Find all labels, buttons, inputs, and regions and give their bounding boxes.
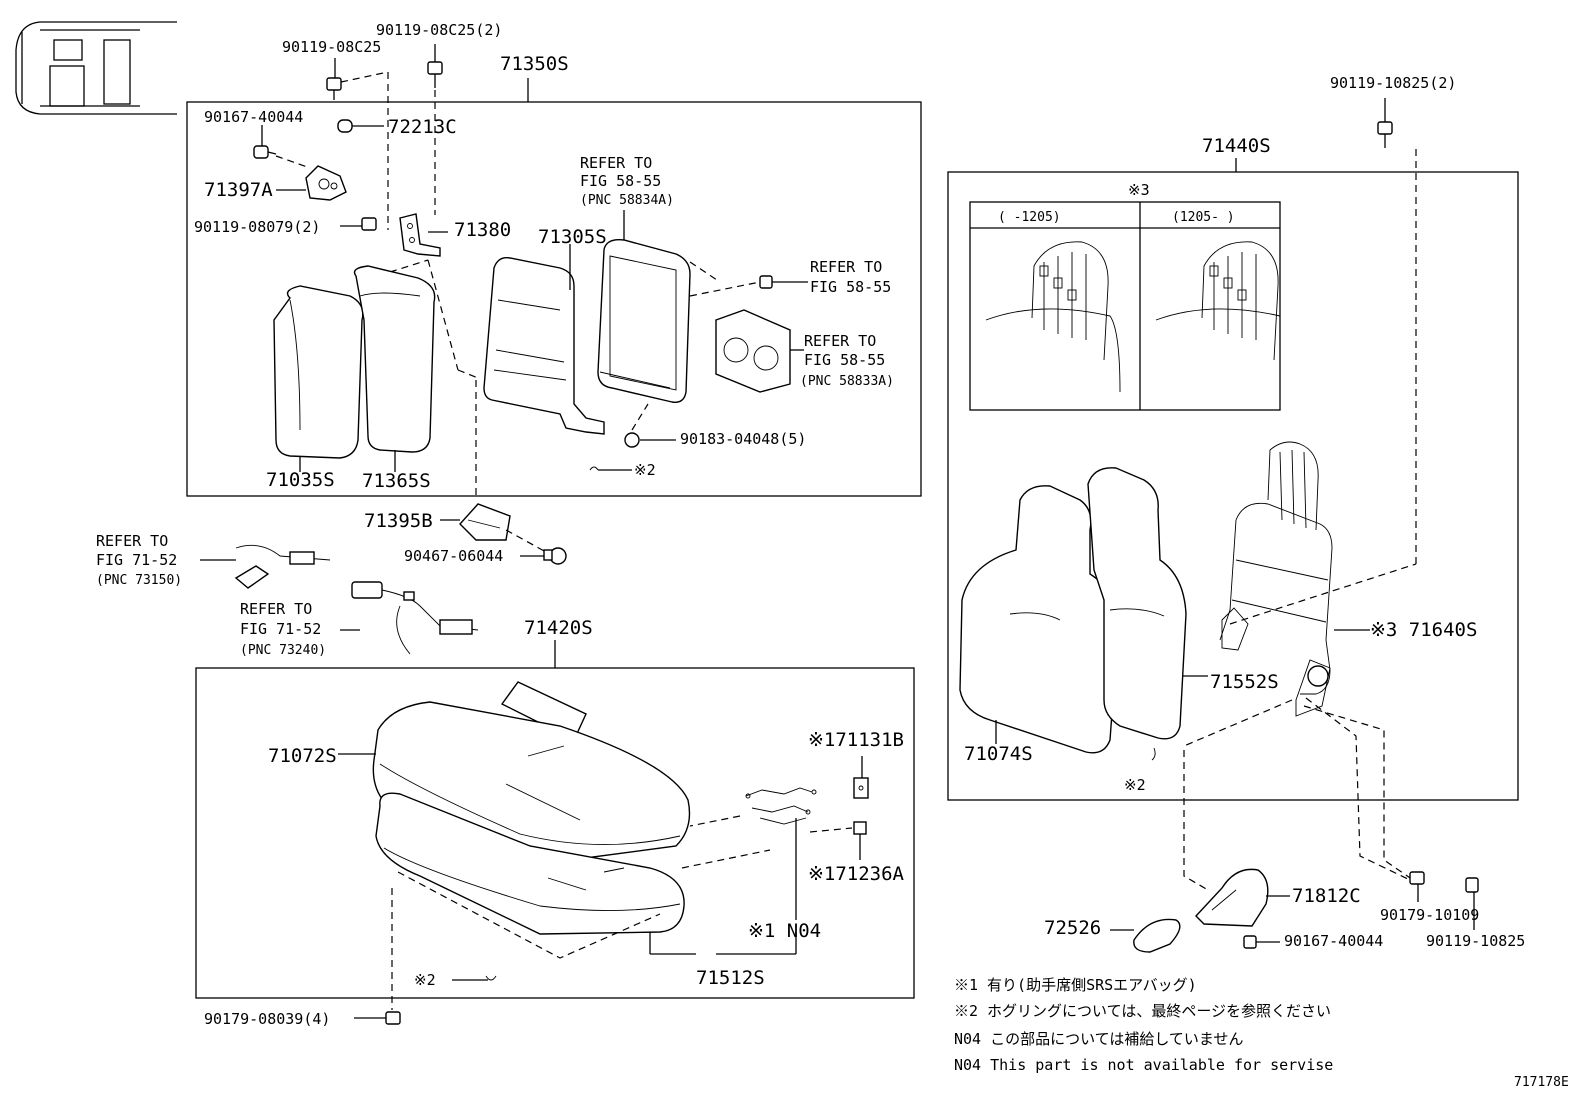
seat-cushion-pad-71512s — [375, 792, 685, 935]
reference-line: REFER TO — [580, 154, 652, 172]
seat-back-board-icon — [597, 239, 691, 403]
reference-line: REFER TO — [810, 258, 882, 276]
hog-ring-icon — [1151, 747, 1156, 761]
part-label: ※3 71640S — [1370, 619, 1477, 641]
reference-line: FIG 71-52 — [240, 620, 321, 638]
recliner-knob-72526 — [1133, 918, 1181, 953]
part-label: 71552S — [1210, 671, 1279, 693]
connector-71131b — [853, 777, 869, 799]
bolt-icon — [427, 61, 443, 88]
bolt-icon — [361, 217, 377, 231]
wire-harness-icon — [745, 787, 817, 825]
part-label: 71512S — [696, 967, 765, 989]
headrest-frame-variant-b — [1155, 241, 1281, 361]
vehicle-locator-icon — [15, 21, 177, 115]
reference-line: FIG 58-55 — [804, 351, 885, 369]
recliner-cover-71812c — [1195, 868, 1269, 927]
note-ref: ※2 — [1124, 776, 1146, 794]
bolt-icon — [1377, 121, 1393, 148]
reference-line: (PNC 73150) — [96, 573, 182, 588]
part-label: 71365S — [362, 470, 431, 492]
part-label: ※1 N04 — [748, 920, 821, 942]
part-label: 72526 — [1044, 917, 1101, 939]
connector-71236a — [853, 821, 867, 835]
part-label: 90119-10825(2) — [1330, 74, 1456, 92]
cap-icon — [337, 119, 353, 133]
reference-line: REFER TO — [804, 332, 876, 350]
screw-icon — [759, 275, 773, 289]
footnote: ※2 ホグリングについては、最終ページを参照ください — [954, 1002, 1331, 1020]
footnote: ※1 有り(助手席側SRSエアバッグ) — [954, 976, 1197, 994]
headrest-variant-table — [969, 201, 1281, 411]
part-label: 71812C — [1292, 885, 1361, 907]
part-label: 71440S — [1202, 135, 1271, 157]
part-label: 71350S — [500, 53, 569, 75]
reference-line: (PNC 73240) — [240, 643, 326, 658]
hog-ring-icon — [589, 466, 599, 471]
part-label: 90119-08079(2) — [194, 218, 320, 236]
front-seat-assembly-box — [947, 171, 1519, 801]
reference-line: REFER TO — [96, 532, 168, 550]
part-label: 71397A — [204, 179, 273, 201]
seat-belt-buckle-icon — [351, 581, 479, 655]
reference-line: FIG 71-52 — [96, 551, 177, 569]
part-label: 90179-10109 — [1380, 906, 1479, 924]
reference-line: FIG 58-55 — [810, 278, 891, 296]
part-label: ※171236A — [808, 863, 905, 885]
note-ref: ※2 — [414, 971, 436, 989]
nut-icon — [1409, 871, 1425, 885]
bracket-71397a — [305, 165, 347, 201]
part-label: 90119-08C25(2) — [376, 21, 502, 39]
seat-back-cover-71035s — [273, 285, 364, 459]
reference-line: REFER TO — [240, 600, 312, 618]
part-label: 71074S — [964, 743, 1033, 765]
part-label: 71420S — [524, 617, 593, 639]
figure-id: 717178E — [1514, 1075, 1569, 1090]
seat-back-frame-71305s — [483, 257, 605, 435]
cup-holder-panel-icon — [715, 309, 791, 393]
part-label: 71395B — [364, 510, 433, 532]
part-label: 90119-08C25 — [282, 38, 381, 56]
part-label: 90467-06044 — [404, 547, 503, 565]
part-label: ※171131B — [808, 729, 904, 751]
part-label: 71305S — [538, 226, 607, 248]
clip-icon — [624, 432, 640, 448]
hinge-71380 — [399, 213, 441, 257]
bolt-icon — [326, 77, 342, 100]
note-ref: ※3 — [1128, 181, 1150, 199]
part-label: 90167-40044 — [204, 108, 303, 126]
front-seat-back-frame-71640s — [1219, 441, 1333, 717]
part-label: 71380 — [454, 219, 511, 241]
part-label: 72213C — [388, 116, 457, 138]
footnote: N04 This part is not available for servi… — [954, 1056, 1333, 1074]
variant-range: ( -1205) — [998, 210, 1061, 225]
front-seat-back-pad-71552s — [1087, 467, 1187, 740]
bolt-icon — [1465, 877, 1479, 893]
seat-back-pad-71365s — [353, 265, 436, 453]
hog-ring-icon — [485, 975, 497, 981]
screw-icon — [1243, 935, 1257, 949]
seat-belt-icon — [234, 544, 331, 589]
seat-back-assembly-box — [186, 101, 922, 497]
part-label: 71072S — [268, 745, 337, 767]
headrest-frame-variant-a — [985, 241, 1121, 393]
clip-icon — [253, 145, 277, 159]
part-label: 90119-10825 — [1426, 932, 1525, 950]
variant-range: (1205- ) — [1172, 210, 1235, 225]
part-label: 90179-08039(4) — [204, 1010, 330, 1028]
reference-line: FIG 58-55 — [580, 172, 661, 190]
part-label: 90167-40044 — [1284, 932, 1383, 950]
note-ref: ※2 — [634, 461, 656, 479]
bracket-71395b — [459, 503, 511, 541]
part-label: 90183-04048(5) — [680, 430, 806, 448]
reference-line: (PNC 58834A) — [580, 193, 674, 208]
front-seat-back-cover-71074s — [959, 485, 1119, 754]
nut-icon — [385, 1011, 401, 1025]
part-label: 71035S — [266, 469, 335, 491]
reference-line: (PNC 58833A) — [800, 374, 894, 389]
bolt-icon — [543, 547, 567, 565]
footnote: N04 この部品については補給していません — [954, 1030, 1243, 1048]
